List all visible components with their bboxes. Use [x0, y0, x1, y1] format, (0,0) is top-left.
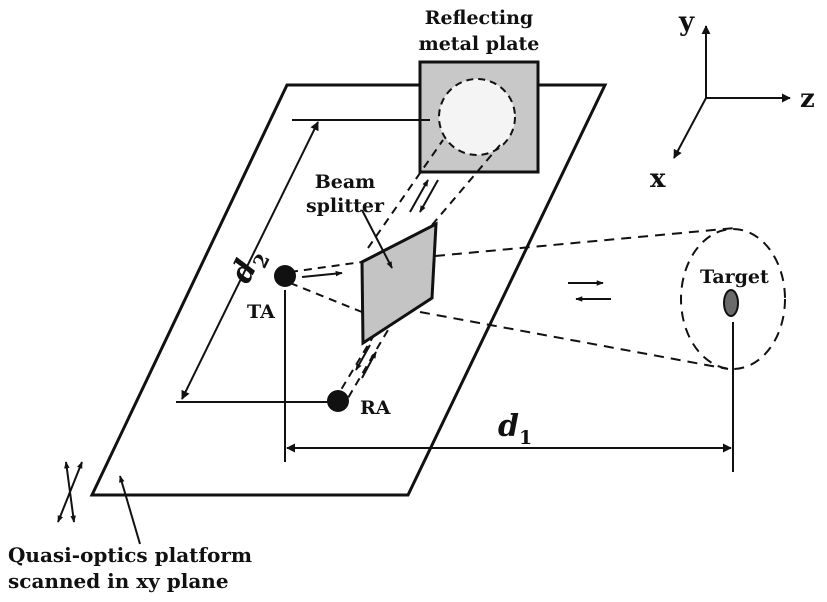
splitter-label-line2: splitter — [306, 195, 385, 217]
ra-label: RA — [360, 397, 391, 419]
d1-label-main: d — [498, 409, 519, 444]
plate-beam-spot — [438, 78, 516, 156]
ra-beam-arrows — [355, 344, 377, 379]
ta-beam-arrow — [301, 270, 343, 278]
platform-label-line1: Quasi-optics platform — [8, 543, 252, 567]
ta-antenna — [274, 265, 296, 287]
ra-antenna — [327, 390, 349, 412]
platform-leader — [119, 475, 141, 545]
splitter-leader — [361, 209, 393, 269]
target-beam-cone — [419, 227, 786, 370]
target-object — [723, 289, 739, 317]
axis-y-label: y — [678, 7, 695, 37]
axis-x-label: x — [650, 164, 666, 194]
ta-to-splitter-beams — [289, 261, 363, 313]
d2-label: d2 — [224, 242, 275, 290]
platform-label-line2: scanned in xy plane — [8, 569, 229, 593]
target-beam-arrows — [568, 280, 611, 302]
coordinate-axes — [673, 25, 791, 159]
target-label: Target — [700, 266, 769, 288]
d1-dimension — [284, 290, 734, 472]
plate-beam-arrows — [409, 179, 439, 213]
d1-label: d1 — [498, 409, 532, 449]
d2-dimension — [176, 119, 430, 403]
d1-label-sub: 1 — [519, 427, 532, 449]
mirror-label-line1: Reflecting — [425, 7, 533, 29]
ta-label: TA — [247, 301, 275, 323]
scan-direction-arrows — [57, 461, 83, 523]
axis-z-label: z — [800, 84, 815, 114]
mirror-label-line2: metal plate — [419, 33, 540, 55]
beam-splitter — [360, 221, 438, 346]
splitter-to-plate-beams — [367, 139, 501, 249]
splitter-label-line1: Beam — [315, 171, 376, 193]
